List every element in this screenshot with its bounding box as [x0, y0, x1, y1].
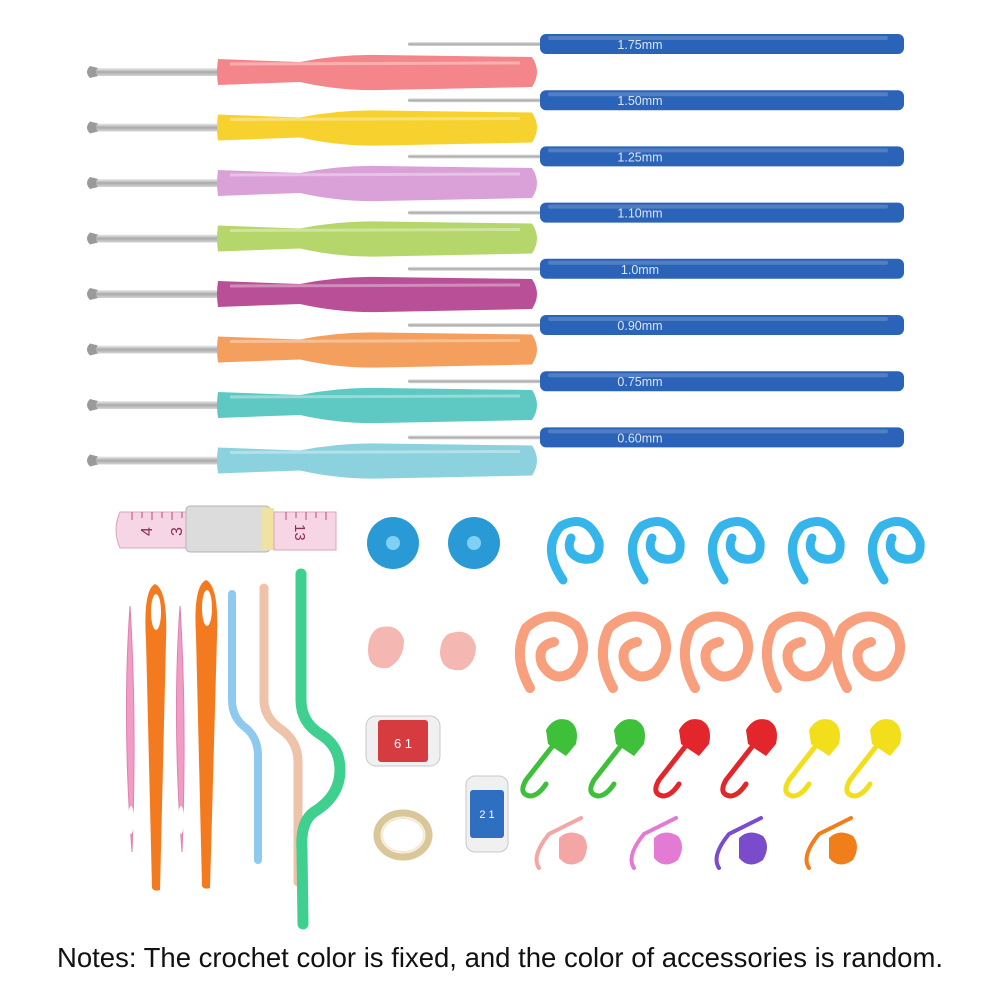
- large-crochet-hook: [87, 387, 537, 424]
- hook-size-label: 1.25mm: [617, 150, 662, 164]
- steel-crochet-hook: 1.75mm: [408, 34, 904, 54]
- large-crochet-hook: [87, 110, 537, 146]
- notes-caption: Notes: The crochet color is fixed, and t…: [56, 942, 943, 973]
- locking-stitch-marker: [783, 719, 840, 799]
- steel-crochet-hook: 0.60mm: [408, 427, 904, 448]
- hook-size-label: 0.75mm: [617, 375, 662, 389]
- blue-point-protectors: [367, 517, 500, 569]
- hook-size-label: 0.60mm: [617, 431, 662, 445]
- beige-cable-needle: [259, 583, 303, 887]
- hook-size-label: 1.10mm: [617, 207, 662, 221]
- steel-crochet-hook: 1.0mm: [408, 258, 904, 279]
- spiral-ring-marker: [788, 517, 845, 585]
- locking-stitch-marker: [720, 719, 777, 799]
- large-hook-group: [87, 54, 537, 479]
- locking-stitch-marker: [520, 719, 577, 799]
- large-crochet-hook: [87, 332, 537, 368]
- pink-point-protectors: [368, 626, 476, 671]
- spiral-ring-marker: [547, 517, 604, 585]
- small-locking-marker: [714, 816, 767, 870]
- orange-needle: [195, 580, 218, 889]
- locking-markers: [520, 719, 901, 799]
- large-crochet-hook: [87, 54, 537, 91]
- spiral-ring-marker: [628, 517, 685, 585]
- needle-eye: [151, 594, 161, 630]
- needle-eye: [128, 806, 134, 834]
- locking-stitch-marker: [653, 719, 710, 799]
- tape-number: 13: [291, 524, 308, 541]
- small-locking-markers: [534, 816, 857, 870]
- steel-crochet-hook: 0.90mm: [408, 315, 904, 335]
- cable-needles: [228, 568, 346, 930]
- blue-ring-markers: [547, 517, 925, 585]
- steel-crochet-hook: 1.10mm: [408, 202, 904, 223]
- spiral-ring-marker: [868, 517, 925, 585]
- small-hook-group: 1.75mm 1.50mm 1.25mm 1.10mm 1.0mm 0.90mm 0.75m…: [408, 34, 904, 448]
- pink-needle: [175, 605, 185, 853]
- spiral-ring-marker: [761, 611, 835, 693]
- needle-eye: [178, 806, 184, 834]
- spiral-ring-marker: [708, 517, 765, 585]
- point-protector: [440, 631, 476, 671]
- steel-crochet-hook: 1.25mm: [408, 146, 904, 167]
- counter-digits: 2 1: [479, 809, 494, 821]
- tape-number: 4: [139, 527, 156, 536]
- spiral-ring-marker: [597, 611, 671, 693]
- hook-size-label: 1.0mm: [621, 263, 659, 277]
- small-locking-marker: [629, 816, 682, 870]
- peach-ring-markers: [514, 611, 905, 693]
- spiral-ring-marker: [679, 611, 753, 693]
- needle-eye: [202, 590, 212, 626]
- point-protector: [368, 626, 404, 669]
- hook-size-label: 1.75mm: [617, 38, 662, 52]
- spiral-ring-marker: [831, 611, 905, 693]
- pink-needle: [125, 605, 135, 853]
- counter-digits: 6 1: [394, 736, 412, 751]
- large-crochet-hook: [87, 221, 537, 257]
- yarn-guide-ring: [373, 809, 433, 861]
- orange-needle: [145, 584, 167, 891]
- locking-stitch-marker: [588, 719, 645, 799]
- small-locking-marker: [534, 816, 587, 870]
- small-locking-marker: [804, 816, 857, 870]
- large-crochet-hook: [87, 276, 537, 313]
- large-crochet-hook: [87, 165, 537, 202]
- spiral-ring-marker: [514, 611, 588, 693]
- steel-crochet-hook: 1.50mm: [408, 90, 904, 111]
- hook-size-label: 0.90mm: [617, 319, 662, 333]
- hook-size-label: 1.50mm: [617, 94, 662, 108]
- row-counter-red: 6 1: [365, 715, 441, 767]
- tape-number: 3: [169, 527, 186, 536]
- row-counter-blue: 2 1: [465, 775, 509, 853]
- blue-cable-needle: [228, 590, 262, 864]
- tape-measure: 4 3 13: [115, 505, 337, 553]
- large-crochet-hook: [87, 443, 537, 479]
- green-cable-needle: [295, 568, 346, 930]
- locking-stitch-marker: [844, 719, 901, 799]
- steel-crochet-hook: 0.75mm: [408, 371, 904, 392]
- plastic-needles: [125, 580, 218, 891]
